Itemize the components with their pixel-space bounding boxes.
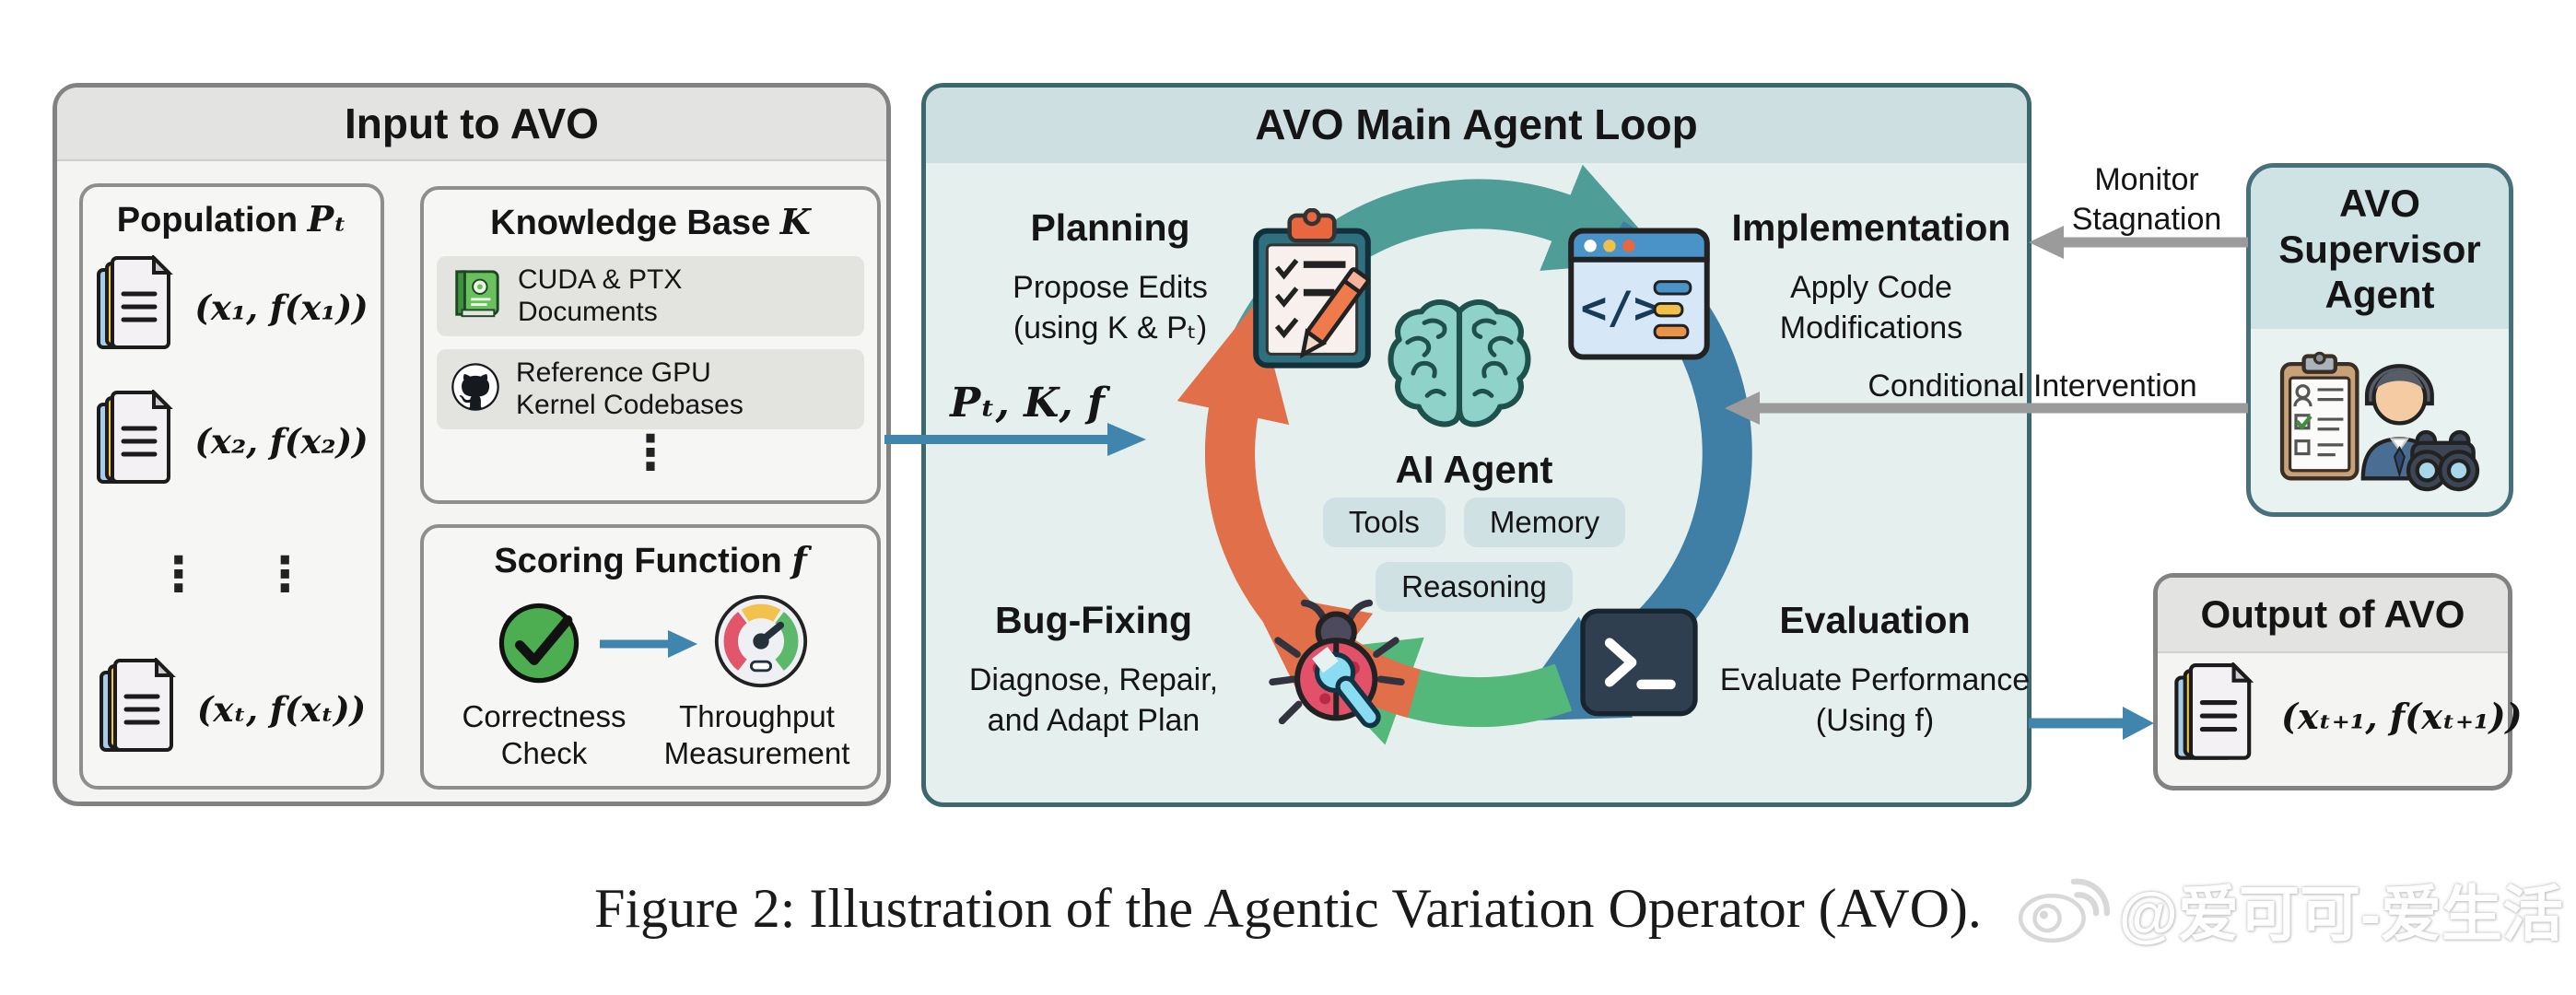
population-ellipsis-row: ⋮ ⋮ [83, 509, 381, 643]
population-item-t: (xₜ, f(xₜ)) [196, 689, 367, 731]
output-item: (xₜ₊₁, f(xₜ₊₁)) [2281, 696, 2523, 737]
terminal-icon [1577, 606, 1701, 723]
input-panel-title: Input to AVO [57, 88, 886, 161]
bug-wrench-icon [1264, 599, 1410, 749]
cuda-ptx-book-icon [450, 267, 503, 325]
weibo-logo-icon [2014, 864, 2113, 954]
scoring-function-title: Scoring Function f [494, 539, 807, 580]
ai-agent-label: AI Agent [1395, 448, 1553, 491]
watermark: @爱可可-爱生活 [2014, 864, 2563, 954]
knowledge-item-github: Reference GPU Kernel Codebases [437, 348, 864, 429]
knowledge-item-label: CUDA & PTX Documents [518, 264, 683, 328]
output-of-avo-panel: Output of AVO (xₜ₊₁, f(xₜ₊₁)) [2153, 573, 2523, 790]
population-title: Population Pₜ [116, 198, 347, 240]
knowledge-base-symbol: K [779, 201, 811, 242]
population-item-1: (x₁, f(x₁)) [194, 287, 369, 328]
knowledge-item-cuda: CUDA & PTX Documents [437, 256, 864, 336]
throughput-measurement-label: Throughput Measurement [663, 699, 850, 770]
input-arrow [884, 423, 1146, 456]
code-window-icon: </> [1566, 227, 1712, 366]
monitor-stagnation-label: Monitor Stagnation [2071, 162, 2222, 237]
planning-title: Planning [1030, 206, 1190, 249]
correctness-check-label: Correctness Check [462, 699, 626, 770]
conditional-intervention-arrow [1725, 392, 2248, 425]
scoring-function-symbol: f [791, 539, 807, 580]
bug-fixing-stage: Bug-Fixing Diagnose, Repair, and Adapt P… [942, 599, 1246, 741]
document-stack-icon [95, 387, 183, 494]
input-arrow-label: Pₜ, K, f [950, 380, 1105, 427]
reasoning-chip: Reasoning [1376, 562, 1573, 612]
figure-caption: Figure 2: Illustration of the Agentic Va… [594, 878, 1982, 939]
population-item-row: (x₁, f(x₁)) [83, 240, 381, 375]
implementation-subtitle: Apply Code Modifications [1779, 270, 1963, 345]
github-icon [450, 361, 501, 417]
scoring-icons-row [424, 592, 877, 695]
planning-stage: Planning Propose Edits (using K & Pₜ) [958, 206, 1262, 348]
avo-supervisor-panel: AVO Supervisor Agent [2246, 163, 2513, 517]
conditional-intervention-label: Conditional Intervention [1868, 369, 2197, 404]
knowledge-base-box: Knowledge Base K CUDA & PTX Documents [420, 186, 881, 504]
knowledge-item-label: Reference GPU Kernel Codebases [516, 357, 744, 421]
input-to-avo-panel: Input to AVO Population Pₜ [53, 83, 891, 806]
brain-icon [1382, 295, 1537, 439]
watermark-text: @爱可可-爱生活 [2118, 879, 2563, 948]
knowledge-base-title: Knowledge Base K [490, 201, 811, 242]
memory-chip: Memory [1463, 498, 1626, 547]
bug-fixing-title: Bug-Fixing [994, 599, 1193, 641]
monitor-stagnation-arrow [2029, 226, 2248, 259]
correctness-check-icon [491, 593, 587, 694]
svg-text:</>: </> [1581, 283, 1660, 334]
knowledge-ellipsis: ⋮ [424, 429, 877, 477]
document-stack-icon [2172, 661, 2265, 770]
supervisor-title: AVO Supervisor Agent [2251, 168, 2509, 329]
bug-fixing-subtitle: Diagnose, Repair, and Adapt Plan [968, 662, 1219, 738]
output-body: (xₜ₊₁, f(xₜ₊₁)) [2158, 653, 2523, 779]
scoring-arrow [600, 629, 697, 658]
population-item-2: (x₂, f(x₂)) [194, 421, 369, 462]
planning-subtitle: Propose Edits (using K & Pₜ) [1013, 270, 1208, 345]
vertical-ellipsis: ⋮ [154, 547, 203, 602]
tools-chip: Tools [1322, 498, 1446, 547]
scoring-function-box: Scoring Function f [420, 524, 881, 790]
vertical-ellipsis: ⋮ [261, 547, 310, 602]
output-arrow [2029, 707, 2154, 740]
document-stack-icon [95, 253, 183, 359]
scoring-labels-row: Correctness Check Throughput Measurement [424, 695, 877, 771]
evaluation-stage: Evaluation Evaluate Performance (Using f… [1704, 599, 2045, 741]
throughput-gauge-icon [712, 592, 810, 695]
evaluation-subtitle: Evaluate Performance (Using f) [1719, 662, 2031, 738]
implementation-stage: Implementation Apply Code Modifications [1710, 206, 2032, 348]
supervisor-agent-icon [2273, 334, 2487, 507]
planning-clipboard-icon [1242, 207, 1382, 379]
avo-main-agent-loop-panel: AVO Main Agent Loop [921, 83, 2032, 807]
agent-chips: Tools Memory Reasoning [1290, 498, 1658, 612]
population-item-row: (x₂, f(x₂)) [83, 375, 381, 509]
output-panel-title: Output of AVO [2158, 578, 2508, 653]
population-box: Population Pₜ [79, 183, 384, 790]
population-item-row: (xₜ, f(xₜ)) [83, 643, 381, 778]
document-stack-icon [98, 655, 186, 762]
population-symbol: Pₜ [307, 198, 347, 240]
evaluation-title: Evaluation [1779, 599, 1971, 641]
main-loop-title: AVO Main Agent Loop [926, 88, 2027, 163]
implementation-title: Implementation [1731, 206, 2011, 249]
supervisor-body [2251, 329, 2509, 507]
vertical-ellipsis: ⋮ [626, 426, 674, 480]
